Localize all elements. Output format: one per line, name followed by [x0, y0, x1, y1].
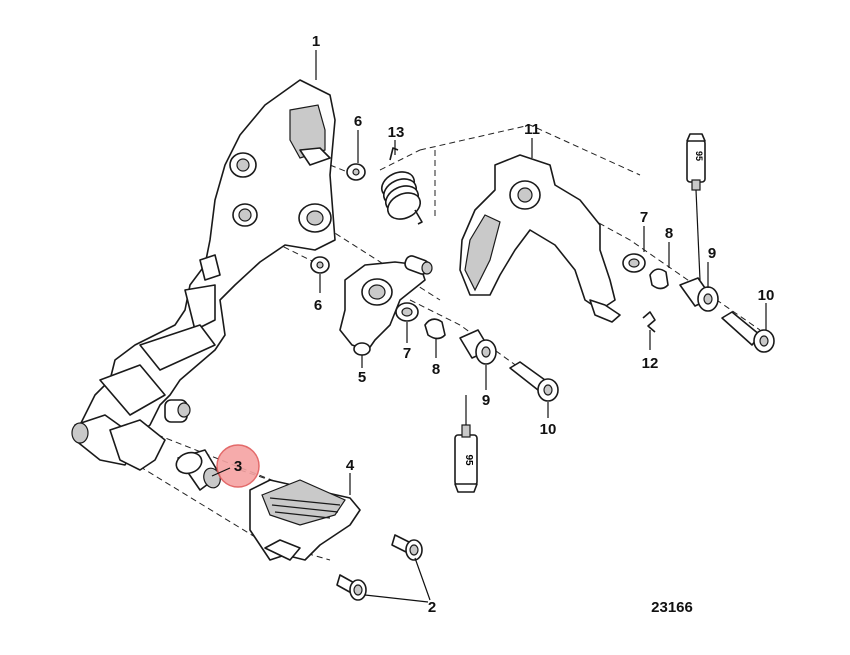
callout-labels: 1 2 3 4 5 6 6 7 7 8 8 9 9 10 10 11 12 13 — [234, 33, 775, 616]
washer-part-7-right — [622, 253, 646, 273]
callout-8-left: 8 — [432, 361, 440, 378]
leader-lines — [315, 50, 767, 495]
callout-11: 11 — [524, 121, 540, 138]
bolt-part-10-right — [721, 311, 775, 353]
clip-part-8-right — [649, 268, 669, 290]
lever-part-5 — [339, 255, 433, 356]
callout-7-left: 7 — [403, 345, 411, 362]
tube-label-top: 95 — [694, 151, 704, 161]
callout-2: 2 — [428, 599, 436, 616]
tube-label-bottom: 95 — [463, 454, 474, 466]
callout-6-upper: 6 — [354, 113, 362, 130]
spring-part-13 — [380, 147, 423, 225]
washer-part-6-upper — [346, 163, 366, 181]
callout-4: 4 — [346, 457, 355, 474]
highlight-circle-part-3 — [211, 444, 260, 488]
grease-tube-top: 95 — [686, 133, 706, 191]
callout-7-right: 7 — [640, 209, 648, 226]
clip-part-8-left — [424, 318, 446, 340]
clip-part-12 — [642, 311, 656, 333]
screws-part-2 — [336, 534, 431, 603]
washer-part-6-lower — [310, 256, 330, 274]
grease-tube-bottom: 95 — [454, 424, 478, 493]
callout-8-right: 8 — [665, 225, 673, 242]
callout-12: 12 — [642, 355, 659, 372]
callout-9-left: 9 — [482, 392, 490, 409]
washer-part-7-left — [395, 302, 419, 322]
sleeve-part-9-right — [679, 277, 719, 312]
callout-10-right: 10 — [758, 287, 775, 304]
lever-part-11 — [459, 154, 621, 323]
bolt-part-10-left — [509, 361, 559, 402]
pedal-pad-part-4 — [249, 479, 361, 561]
callout-9-right: 9 — [708, 245, 716, 262]
callout-13: 13 — [388, 124, 405, 141]
figure-number: 23166 — [651, 599, 693, 616]
bushing-part-3 — [175, 449, 221, 491]
callout-1: 1 — [312, 33, 320, 50]
bracket-part-1 — [71, 79, 336, 471]
callout-10-left: 10 — [540, 421, 557, 438]
callout-3: 3 — [234, 458, 242, 475]
sleeve-part-9-left — [459, 329, 497, 365]
callout-6-lower: 6 — [314, 297, 322, 314]
callout-5: 5 — [358, 369, 366, 386]
